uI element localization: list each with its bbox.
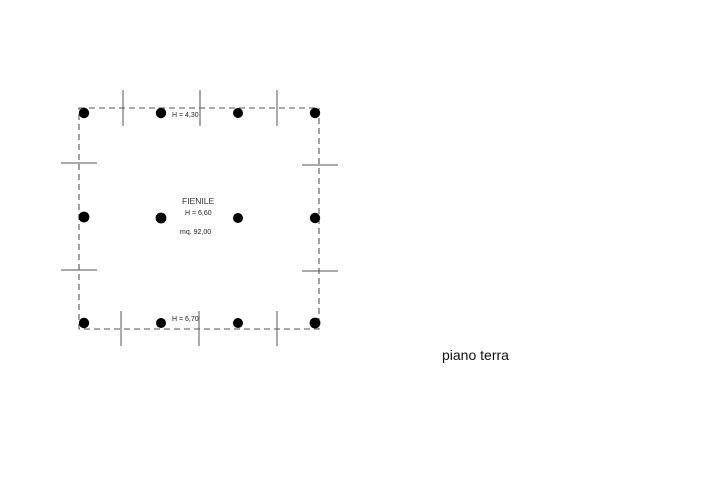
bottom-tick-marks bbox=[120, 311, 278, 346]
room-area-label: mq. 92,00 bbox=[180, 229, 212, 236]
column bbox=[309, 212, 321, 224]
column bbox=[78, 107, 90, 119]
column bbox=[155, 212, 167, 224]
column bbox=[309, 107, 321, 119]
right-tick-marks bbox=[302, 164, 338, 272]
building-outline bbox=[78, 107, 320, 330]
top-tick-marks bbox=[122, 90, 278, 126]
room-name: FIENILE bbox=[182, 196, 215, 206]
column bbox=[156, 318, 166, 328]
column bbox=[155, 107, 167, 119]
columns bbox=[78, 107, 321, 329]
column bbox=[78, 211, 90, 223]
top-height-label: H = 4,30 bbox=[172, 112, 199, 119]
room-height-label: H = 6,60 bbox=[185, 210, 212, 217]
column bbox=[233, 318, 243, 328]
column bbox=[309, 317, 321, 329]
column bbox=[78, 317, 90, 329]
column bbox=[233, 213, 243, 223]
bottom-height-label: H = 6,70 bbox=[172, 316, 199, 323]
floor-caption: piano terra bbox=[442, 347, 509, 363]
column bbox=[233, 108, 243, 118]
left-tick-marks bbox=[61, 162, 97, 271]
